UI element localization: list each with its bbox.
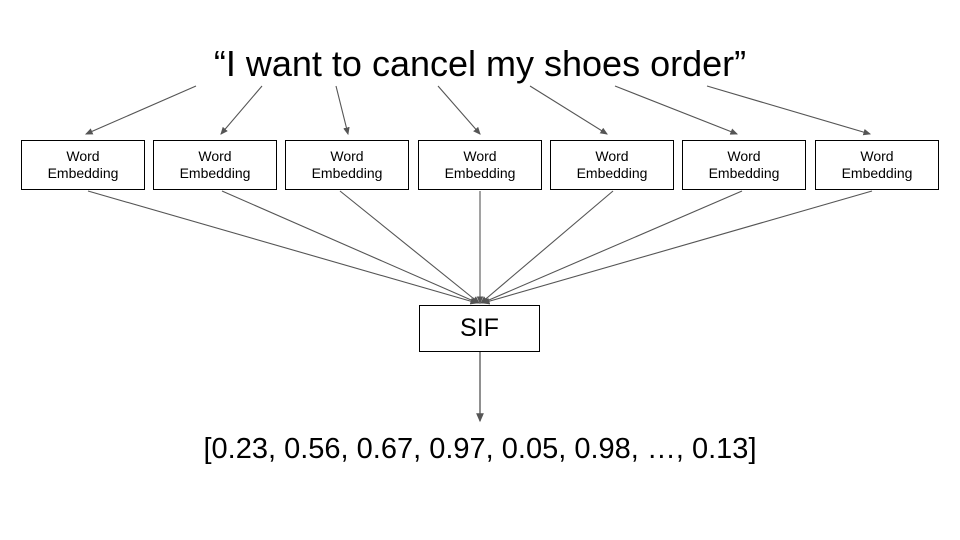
word-embedding-label-line2: Embedding xyxy=(444,165,516,181)
word-embedding-label-line2: Embedding xyxy=(47,165,119,181)
word-embedding-box-7: Word Embedding xyxy=(815,140,939,190)
word-embedding-label-line1: Word xyxy=(66,148,100,164)
sentence-to-embedding-arrows xyxy=(84,85,872,136)
word-embedding-label-line2: Embedding xyxy=(576,165,648,181)
word-embedding-box-4: Word Embedding xyxy=(418,140,542,190)
word-embedding-label-line2: Embedding xyxy=(179,165,251,181)
word-embedding-label-line1: Word xyxy=(198,148,232,164)
word-embedding-box-1: Word Embedding xyxy=(21,140,145,190)
input-sentence: “I want to cancel my shoes order” xyxy=(213,43,747,84)
word-embedding-label-line2: Embedding xyxy=(311,165,383,181)
word-embedding-label-line2: Embedding xyxy=(841,165,913,181)
word-embedding-box-6: Word Embedding xyxy=(682,140,806,190)
word-embedding-box-5: Word Embedding xyxy=(550,140,674,190)
word-embedding-label-line1: Word xyxy=(860,148,894,164)
word-embedding-label-line1: Word xyxy=(463,148,497,164)
word-embedding-label-line1: Word xyxy=(595,148,629,164)
sif-box: SIF xyxy=(419,305,540,352)
word-embedding-box-3: Word Embedding xyxy=(285,140,409,190)
output-vector: [0.23, 0.56, 0.67, 0.97, 0.05, 0.98, …, … xyxy=(203,433,757,465)
word-embedding-box-2: Word Embedding xyxy=(153,140,277,190)
word-embedding-label-line2: Embedding xyxy=(708,165,780,181)
word-embedding-label-line1: Word xyxy=(727,148,761,164)
word-embedding-label-line1: Word xyxy=(330,148,364,164)
embedding-to-sif-arrows xyxy=(87,190,873,305)
sif-label: SIF xyxy=(460,314,499,342)
